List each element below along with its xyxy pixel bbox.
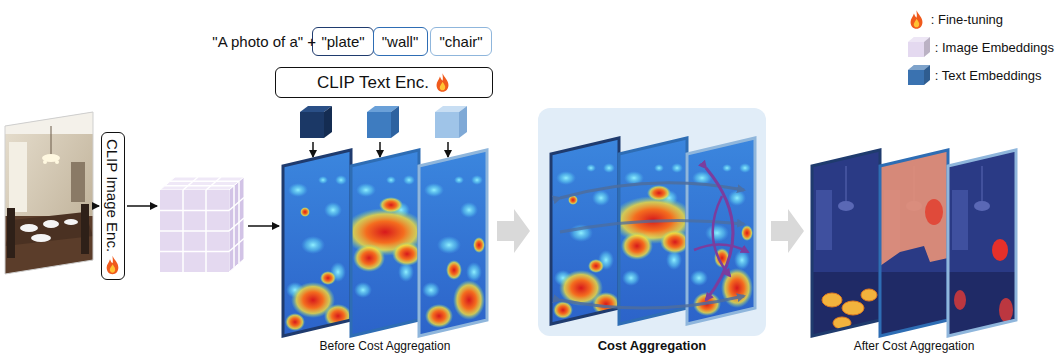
node-text: "plate": [321, 33, 364, 50]
input-photo: [5, 112, 93, 274]
stage-caption: Before Cost Aggregation: [320, 339, 451, 353]
node-text: CLIP Text Enc.: [317, 73, 429, 93]
legend-text: : Text Embeddings: [935, 68, 1042, 83]
flame-icon: [908, 9, 925, 30]
stage-arrow: [497, 209, 530, 253]
stage-arrow: [771, 209, 804, 253]
image-encoder-box: CLIP Image Enc.: [101, 132, 125, 279]
flame-icon: [104, 255, 121, 275]
stage-caption: Cost Aggregation: [598, 338, 707, 353]
class-name-box: "wall": [373, 27, 428, 56]
text-encoder-box: CLIP Text Enc.: [275, 67, 493, 98]
cost-volume-after: [812, 150, 1016, 336]
node-text: CLIP Image Enc.: [104, 138, 121, 251]
legend-row: : Fine-tuning: [907, 5, 1054, 33]
image-embeddings: [160, 177, 244, 272]
cost-aggregation-panel: [538, 108, 766, 336]
text-embeddings: [300, 106, 467, 138]
legend-row: : Image Embeddings: [907, 33, 1054, 61]
flame-icon: [434, 72, 451, 93]
legend-text: : Image Embeddings: [935, 40, 1054, 55]
class-name-box: "plate": [312, 27, 374, 56]
cube-swatch: [907, 64, 931, 86]
legend-row: : Text Embeddings: [907, 61, 1054, 89]
node-text: "chair": [439, 33, 482, 50]
cube-swatch: [907, 36, 931, 58]
class-name-box: "chair": [430, 27, 492, 56]
swatch-face: [908, 42, 924, 57]
prompt-template: "A photo of a" +: [212, 33, 316, 50]
node-text: "wall": [382, 33, 419, 50]
stage-caption: After Cost Aggregation: [854, 339, 975, 353]
legend-text: : Fine-tuning: [931, 12, 1003, 27]
legend: : Fine-tuning : Image Embeddings : Text Em…: [907, 5, 1054, 89]
swatch-face: [908, 70, 924, 85]
cost-volume-before: [283, 150, 487, 336]
